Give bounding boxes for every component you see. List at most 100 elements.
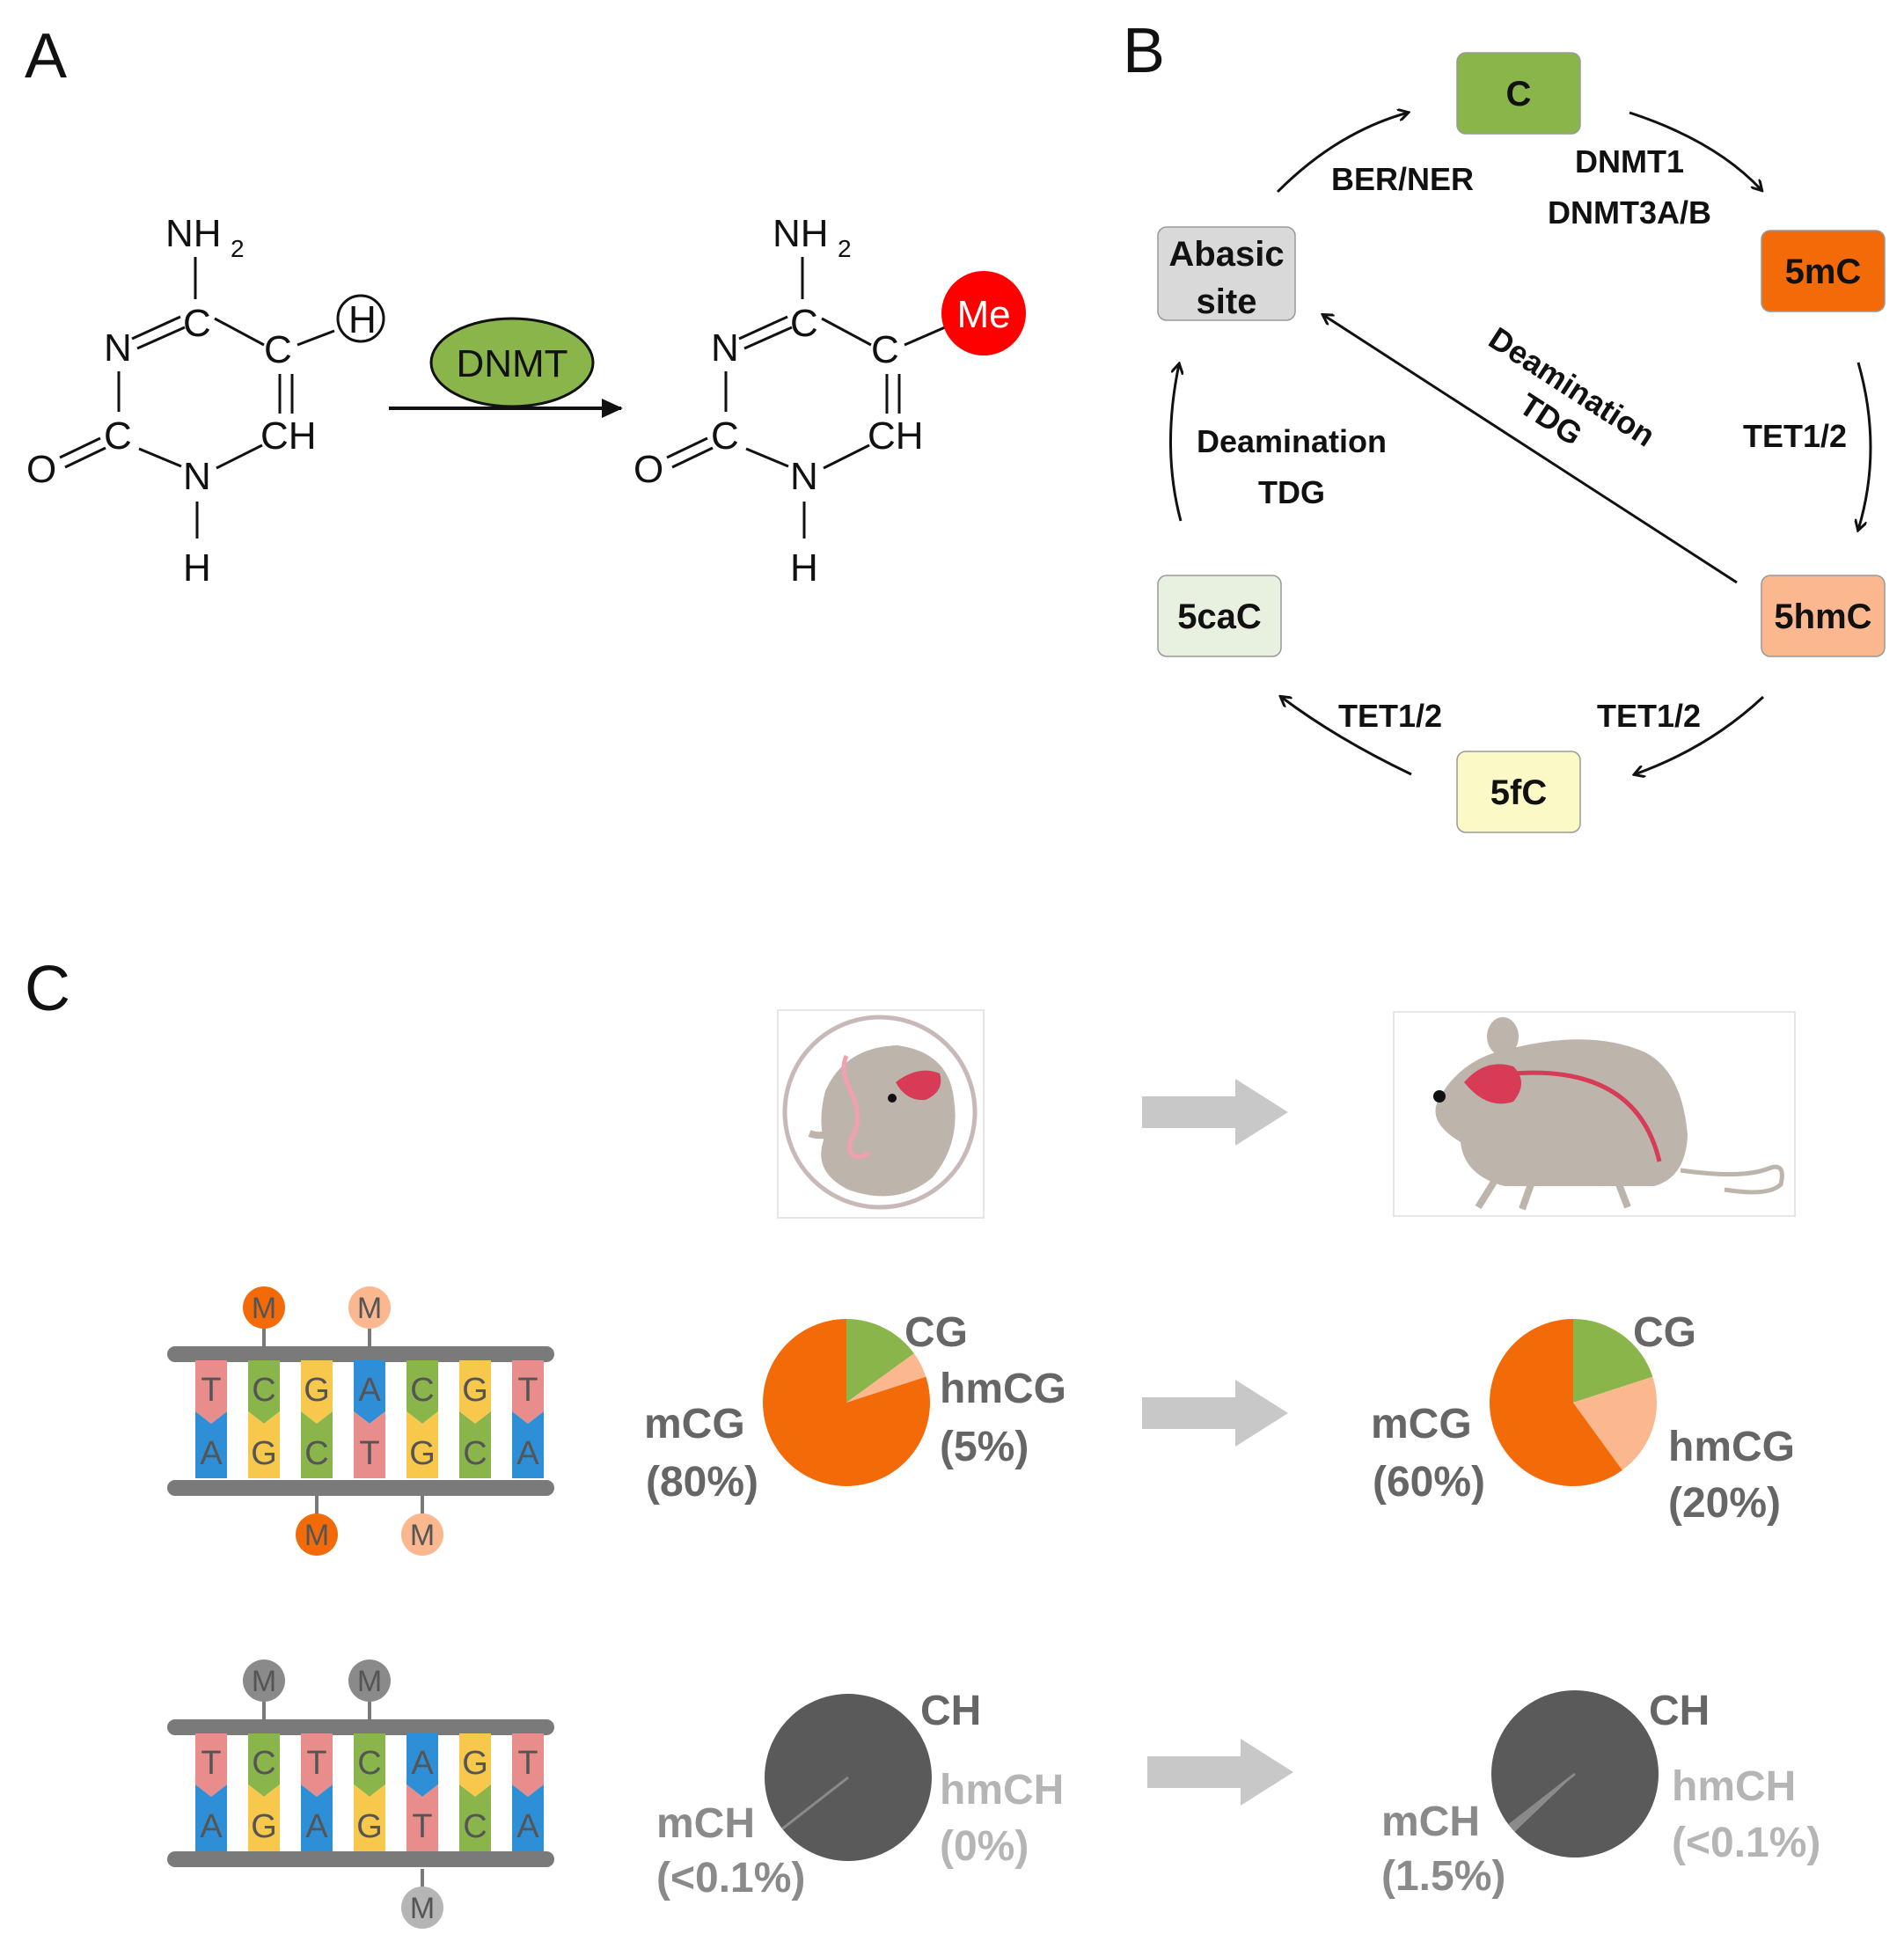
base-letter-bottom: T <box>412 1808 432 1845</box>
development-arrow-2 <box>1142 1380 1288 1447</box>
atom-c5-right: C <box>871 328 899 371</box>
base-bottom <box>406 1784 438 1851</box>
label-mcg-pct-adult: (60%) <box>1373 1459 1485 1506</box>
methyl-mark-label: M <box>410 1519 435 1552</box>
base-letter-bottom: T <box>359 1435 379 1472</box>
methyl-mark-label: M <box>357 1292 382 1325</box>
label-hmcg-pct-adult: (20%) <box>1668 1480 1781 1527</box>
edge-label-tet-5hmc: TET1/2 <box>1597 698 1701 734</box>
panel-label-a: A <box>25 21 67 92</box>
atom-o: O <box>26 448 56 491</box>
methyl-mark <box>243 1660 285 1702</box>
methyl-mark <box>348 1286 391 1329</box>
base-letter-top: T <box>306 1745 326 1782</box>
base-bottom <box>301 1784 333 1851</box>
pie-slice-hmcg <box>1573 1376 1657 1470</box>
arrow-5hmc-to-5fc <box>1635 695 1765 774</box>
base-letter-bottom: A <box>516 1808 539 1845</box>
methylation-reaction-arrow: DNMT <box>389 317 623 418</box>
arrow-abasic-to-c <box>1276 113 1408 194</box>
label-hmcg-adult: hmCG <box>1668 1424 1795 1470</box>
base-letter-top: T <box>517 1372 538 1409</box>
label-hmch-pct-embryo: (0%) <box>940 1823 1029 1870</box>
label-hmcg-pct-embryo: (5%) <box>940 1424 1029 1470</box>
base-bottom <box>459 1784 491 1851</box>
label-hmcg-embryo: hmCG <box>940 1366 1066 1412</box>
base-bottom <box>512 1411 544 1478</box>
methyl-mark <box>243 1286 285 1329</box>
label-mcg-embryo: mCG <box>644 1401 745 1447</box>
base-bottom <box>354 1411 385 1478</box>
base-letter-top: G <box>304 1372 330 1409</box>
base-letter-bottom: A <box>200 1808 223 1845</box>
base-top <box>512 1733 544 1797</box>
methyl-mark-label: M <box>252 1665 276 1698</box>
atom-c4: C <box>183 302 211 345</box>
base-top <box>195 1360 227 1424</box>
arrow-5mc-to-5hmc <box>1858 362 1872 530</box>
atom-n1-right: N <box>790 455 818 498</box>
node-5mc-label: 5mC <box>1785 253 1862 291</box>
base-bottom <box>459 1411 491 1478</box>
node-c-label: C <box>1506 75 1532 114</box>
atom-o-right: O <box>633 448 663 491</box>
pie-embryo-ch <box>764 1693 932 1861</box>
base-bottom <box>248 1784 280 1851</box>
label-mch-pct-embryo: (<0.1%) <box>656 1855 805 1901</box>
label-ch-adult: CH <box>1649 1688 1710 1734</box>
dnmt-enzyme-label: DNMT <box>456 342 568 385</box>
base-letter-top: C <box>410 1372 434 1409</box>
base-top <box>354 1360 385 1424</box>
atom-n3: N <box>104 326 132 370</box>
base-letter-top: C <box>252 1745 275 1782</box>
node-5fc-label: 5fC <box>1490 773 1547 812</box>
label-mcg-adult: mCG <box>1371 1401 1472 1447</box>
edge-label-deamination-left: Deamination <box>1197 423 1387 459</box>
atom-sub-2: 2 <box>231 235 245 262</box>
pie-slice-ch <box>1491 1690 1659 1858</box>
base-letter-bottom: A <box>305 1808 328 1845</box>
atom-c6: CH <box>260 414 317 458</box>
panel-label-c: C <box>25 954 70 1024</box>
base-bottom <box>354 1784 385 1851</box>
edge-label-dnmt1: DNMT1 <box>1575 143 1684 180</box>
base-top <box>459 1733 491 1797</box>
atom-n3-right: N <box>711 326 739 370</box>
methyl-mark <box>348 1660 391 1702</box>
methyl-mark <box>401 1887 443 1929</box>
methyl-mark <box>401 1513 443 1556</box>
atom-n1: N <box>183 455 211 498</box>
edge-label-dnmt3ab: DNMT3A/B <box>1548 194 1711 231</box>
base-letter-top: A <box>358 1372 381 1409</box>
node-abasic-site <box>1157 226 1296 321</box>
label-hmch-embryo: hmCH <box>940 1767 1064 1813</box>
methyl-mark-label: M <box>357 1665 382 1698</box>
methyl-mark-label: M <box>252 1292 276 1325</box>
methyl-mark <box>296 1513 338 1556</box>
pie-slice-hmcg <box>846 1353 926 1403</box>
base-letter-bottom: G <box>251 1808 277 1845</box>
node-abasic-label-1: Abasic <box>1168 235 1284 274</box>
base-letter-top: T <box>201 1372 221 1409</box>
substituent-h: H <box>348 298 377 341</box>
base-letter-bottom: C <box>463 1435 487 1472</box>
pie-slice-cg <box>846 1319 914 1403</box>
base-top <box>459 1360 491 1424</box>
embryo-illustration <box>777 1009 985 1219</box>
atom-c5: C <box>264 328 292 371</box>
node-5cac <box>1157 575 1282 657</box>
pie-slice-cg <box>1573 1319 1653 1403</box>
edge-label-tet-5fc: TET1/2 <box>1338 698 1442 734</box>
arrow-5fc-to-5cac <box>1281 697 1412 776</box>
node-abasic-label-2: site <box>1197 282 1257 321</box>
label-ch-embryo: CH <box>920 1688 981 1734</box>
base-letter-bottom: A <box>516 1435 539 1472</box>
dnmt-enzyme-ellipse <box>429 317 595 408</box>
base-letter-top: C <box>357 1745 381 1782</box>
base-top <box>354 1733 385 1797</box>
label-hmch-pct-adult: (<0.1%) <box>1672 1820 1820 1866</box>
demethylation-cycle: C 5mC 5hmC 5fC 5caC Abasic site BER/NER … <box>1157 52 1886 833</box>
base-bottom <box>248 1411 280 1478</box>
